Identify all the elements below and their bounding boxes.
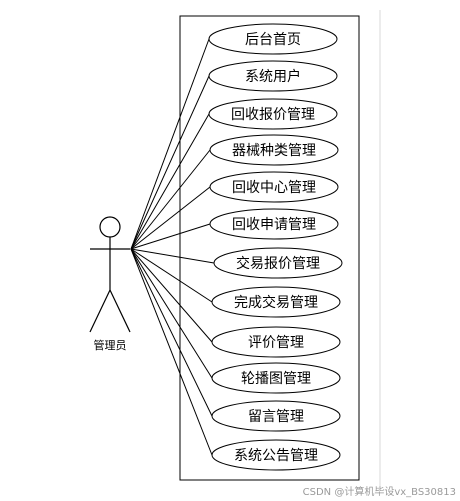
use-case-ellipse [211, 400, 341, 432]
use-case-ellipse [209, 171, 339, 203]
association-line [130, 75, 210, 250]
association-line [130, 149, 211, 250]
system-boundary [179, 15, 360, 481]
use-case-ellipse [208, 98, 338, 130]
actor-right-leg [109, 289, 131, 333]
use-case-ellipse [209, 134, 339, 166]
use-case-label: 回收报价管理 [231, 107, 315, 123]
use-case: 完成交易管理 [211, 286, 341, 318]
association-line [130, 248, 215, 264]
use-case: 系统公告管理 [211, 439, 341, 471]
use-cases: 后台首页系统用户回收报价管理器械种类管理回收中心管理回收申请管理交易报价管理完成… [208, 23, 343, 471]
association-line [130, 38, 210, 250]
association-line [130, 223, 211, 250]
association-line [130, 248, 213, 456]
use-case-ellipse [208, 23, 338, 55]
association-line [130, 248, 213, 343]
use-case: 系统用户 [208, 60, 338, 92]
use-case: 留言管理 [211, 400, 341, 432]
watermark: CSDN @计算机毕设vx_BS30813 [302, 487, 456, 498]
use-case: 评价管理 [211, 326, 341, 358]
use-case-label: 轮播图管理 [241, 371, 311, 387]
use-case: 轮播图管理 [211, 362, 341, 394]
use-case: 后台首页 [208, 23, 338, 55]
use-case-ellipse [211, 326, 341, 358]
use-case-label: 回收中心管理 [232, 180, 316, 196]
use-case-label: 系统公告管理 [234, 448, 318, 464]
use-case-ellipse [211, 286, 341, 318]
use-case: 交易报价管理 [213, 247, 343, 279]
use-case-ellipse [211, 362, 341, 394]
use-case: 回收中心管理 [209, 171, 339, 203]
actor-head [99, 216, 121, 238]
use-case-label: 器械种类管理 [232, 143, 316, 159]
association-line [130, 113, 210, 250]
use-case-label: 回收申请管理 [232, 217, 316, 233]
actor-left-leg [89, 289, 111, 333]
use-case-ellipse [208, 60, 338, 92]
actor: 管理员 [89, 216, 131, 352]
use-case-label: 完成交易管理 [234, 294, 318, 311]
use-case-label: 系统用户 [245, 68, 301, 85]
use-case: 器械种类管理 [209, 134, 339, 166]
association-line [130, 248, 213, 417]
use-case-label: 留言管理 [248, 409, 304, 425]
association-line [130, 248, 213, 379]
association-line [130, 186, 211, 250]
use-case: 回收申请管理 [209, 208, 339, 240]
use-case-ellipse [213, 247, 343, 279]
use-case: 回收报价管理 [208, 98, 338, 130]
use-case-ellipse [209, 208, 339, 240]
associations [130, 38, 215, 456]
use-case-ellipse [211, 439, 341, 471]
association-line [130, 248, 213, 303]
use-case-label: 评价管理 [248, 335, 304, 351]
use-case-label: 后台首页 [245, 32, 301, 48]
use-case-label: 交易报价管理 [236, 255, 320, 272]
actor-label: 管理员 [94, 338, 127, 352]
